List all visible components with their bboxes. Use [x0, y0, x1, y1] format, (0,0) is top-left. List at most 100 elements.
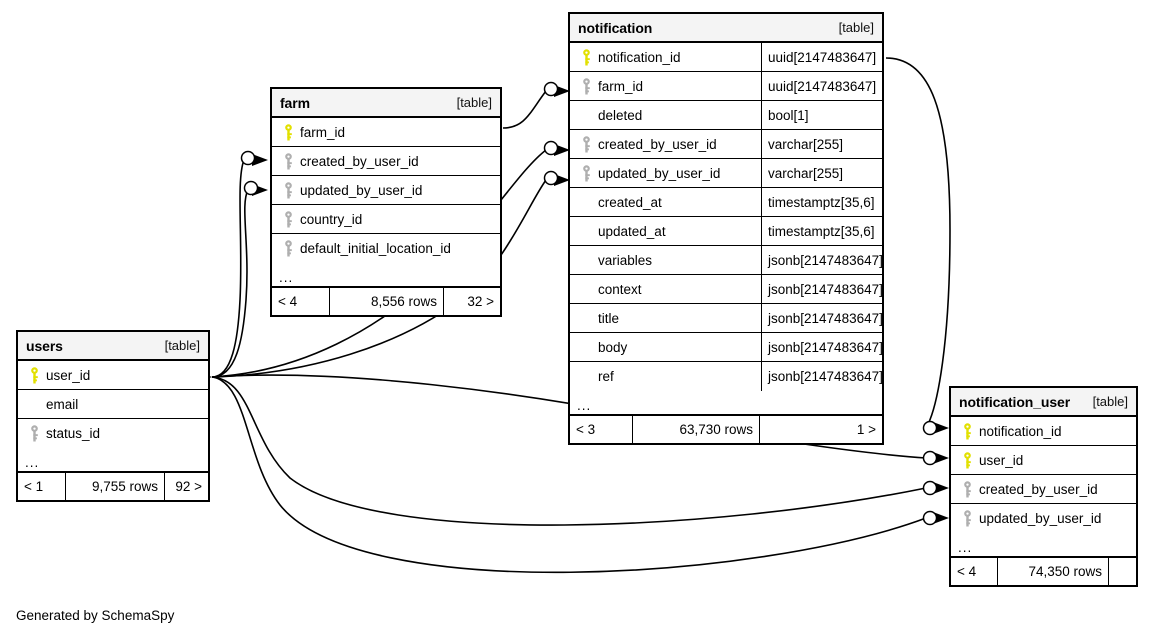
edge-notification-to-notification-user — [885, 57, 951, 429]
endpoint-circle-nu-userid — [922, 450, 938, 466]
column-name-text: body — [598, 339, 628, 355]
column-name-text: status_id — [46, 426, 101, 441]
column-name-cell: created_by_user_id — [272, 147, 500, 175]
table-notification-footer-left[interactable]: < 3 — [576, 422, 596, 437]
column-name-text: ref — [598, 369, 614, 384]
column-type-cell: varchar[255] — [761, 130, 882, 158]
column-name-cell: user_id — [18, 361, 208, 389]
primary-key-icon — [577, 48, 596, 66]
table-notification-user[interactable]: notification_user [table] notification_i… — [949, 386, 1138, 587]
foreign-key-icon — [25, 425, 44, 442]
arrowhead-farm-created-by — [252, 154, 268, 166]
column-type-cell: uuid[2147483647] — [761, 72, 882, 100]
table-row[interactable]: created_by_user_id — [951, 475, 1136, 504]
column-name-cell: country_id — [272, 205, 500, 233]
endpoint-circle-nu-updated-by — [922, 510, 938, 526]
table-row[interactable]: user_id — [951, 446, 1136, 475]
table-users-ellipsis: ... — [18, 448, 208, 473]
column-type-cell: jsonb[2147483647] — [761, 304, 887, 332]
table-row[interactable]: status_id — [18, 419, 208, 448]
column-type-cell: jsonb[2147483647] — [761, 246, 887, 274]
table-row[interactable]: notification_id — [951, 417, 1136, 446]
table-row[interactable]: default_initial_location_id — [272, 234, 500, 263]
table-row[interactable]: updated_by_user_id — [272, 176, 500, 205]
column-type-cell: timestamptz[35,6] — [761, 188, 882, 216]
column-name-text: updated_by_user_id — [979, 511, 1102, 526]
table-row[interactable]: deleted bool[1] — [570, 101, 882, 130]
column-name-text: deleted — [598, 107, 643, 123]
column-name-cell: notification_id — [951, 417, 1136, 445]
table-farm-footer-left[interactable]: < 4 — [278, 294, 298, 309]
arrowhead-notification-user-created-by — [933, 482, 949, 494]
primary-key-icon — [279, 123, 298, 141]
column-name-text: country_id — [300, 211, 363, 227]
column-name-cell: updated_by_user_id — [272, 176, 500, 204]
endpoint-circle-nu-created-by — [922, 480, 938, 496]
table-users-tag: [table] — [164, 338, 200, 353]
table-row[interactable]: email — [18, 390, 208, 419]
column-type-cell: jsonb[2147483647] — [761, 362, 887, 391]
column-type-cell: jsonb[2147483647] — [761, 275, 887, 303]
table-notification-user-tag: [table] — [1092, 394, 1128, 409]
table-notification-user-footer-right[interactable] — [1109, 558, 1136, 585]
table-notification-user-footer-rows: 74,350 rows — [997, 558, 1109, 585]
table-farm-tag: [table] — [456, 95, 492, 110]
column-type-cell: bool[1] — [761, 101, 882, 129]
endpoint-circle-farm-created-by — [240, 150, 256, 166]
table-row[interactable]: user_id — [18, 361, 208, 390]
table-notification-user-header: notification_user [table] — [951, 388, 1136, 417]
table-users-footer-rows: 9,755 rows — [65, 473, 165, 500]
table-farm-columns: farm_id created_by_user_id updated_by_user… — [272, 118, 500, 263]
column-type-cell: varchar[255] — [761, 159, 882, 187]
table-farm-footer-right[interactable]: 32 > — [467, 294, 494, 309]
table-notification-user-footer-left[interactable]: < 4 — [957, 564, 977, 579]
foreign-key-icon — [577, 77, 596, 95]
table-users-footer-right[interactable]: 92 > — [175, 479, 202, 494]
table-users-header: users [table] — [18, 332, 208, 361]
arrowhead-notification-user-userid — [933, 452, 949, 464]
table-farm-footer: < 4 8,556 rows 32 > — [272, 288, 500, 315]
column-name-cell: farm_id — [272, 118, 500, 146]
column-name-cell: body — [570, 333, 761, 361]
table-notification-title: notification — [578, 19, 653, 36]
column-name-cell: created_at — [570, 188, 761, 216]
endpoint-circle-notification-farmid — [543, 81, 559, 97]
table-farm-ellipsis: ... — [272, 263, 500, 288]
column-name-text: created_by_user_id — [300, 153, 419, 169]
table-row[interactable]: updated_by_user_id — [951, 504, 1136, 533]
table-row[interactable]: country_id — [272, 205, 500, 234]
arrowhead-notification-user-notification-id — [933, 422, 949, 434]
diagram-caption: Generated by SchemaSpy — [16, 608, 175, 623]
column-name-cell: variables — [570, 246, 761, 274]
foreign-key-icon — [279, 240, 298, 257]
table-row[interactable]: created_by_user_id — [272, 147, 500, 176]
table-notification-footer-right[interactable]: 1 > — [856, 422, 876, 437]
table-users-footer: < 1 9,755 rows 92 > — [18, 473, 208, 500]
foreign-key-icon — [279, 210, 298, 228]
endpoint-circle-notification-updated-by — [543, 170, 559, 186]
foreign-key-icon — [958, 510, 977, 527]
foreign-key-icon — [577, 164, 596, 182]
endpoint-circle-notification-created-by — [543, 140, 559, 156]
table-users-footer-left[interactable]: < 1 — [24, 479, 44, 494]
table-row[interactable]: farm_id — [272, 118, 500, 147]
column-name-text: notification_id — [979, 423, 1062, 439]
column-name-text: default_initial_location_id — [300, 241, 451, 256]
